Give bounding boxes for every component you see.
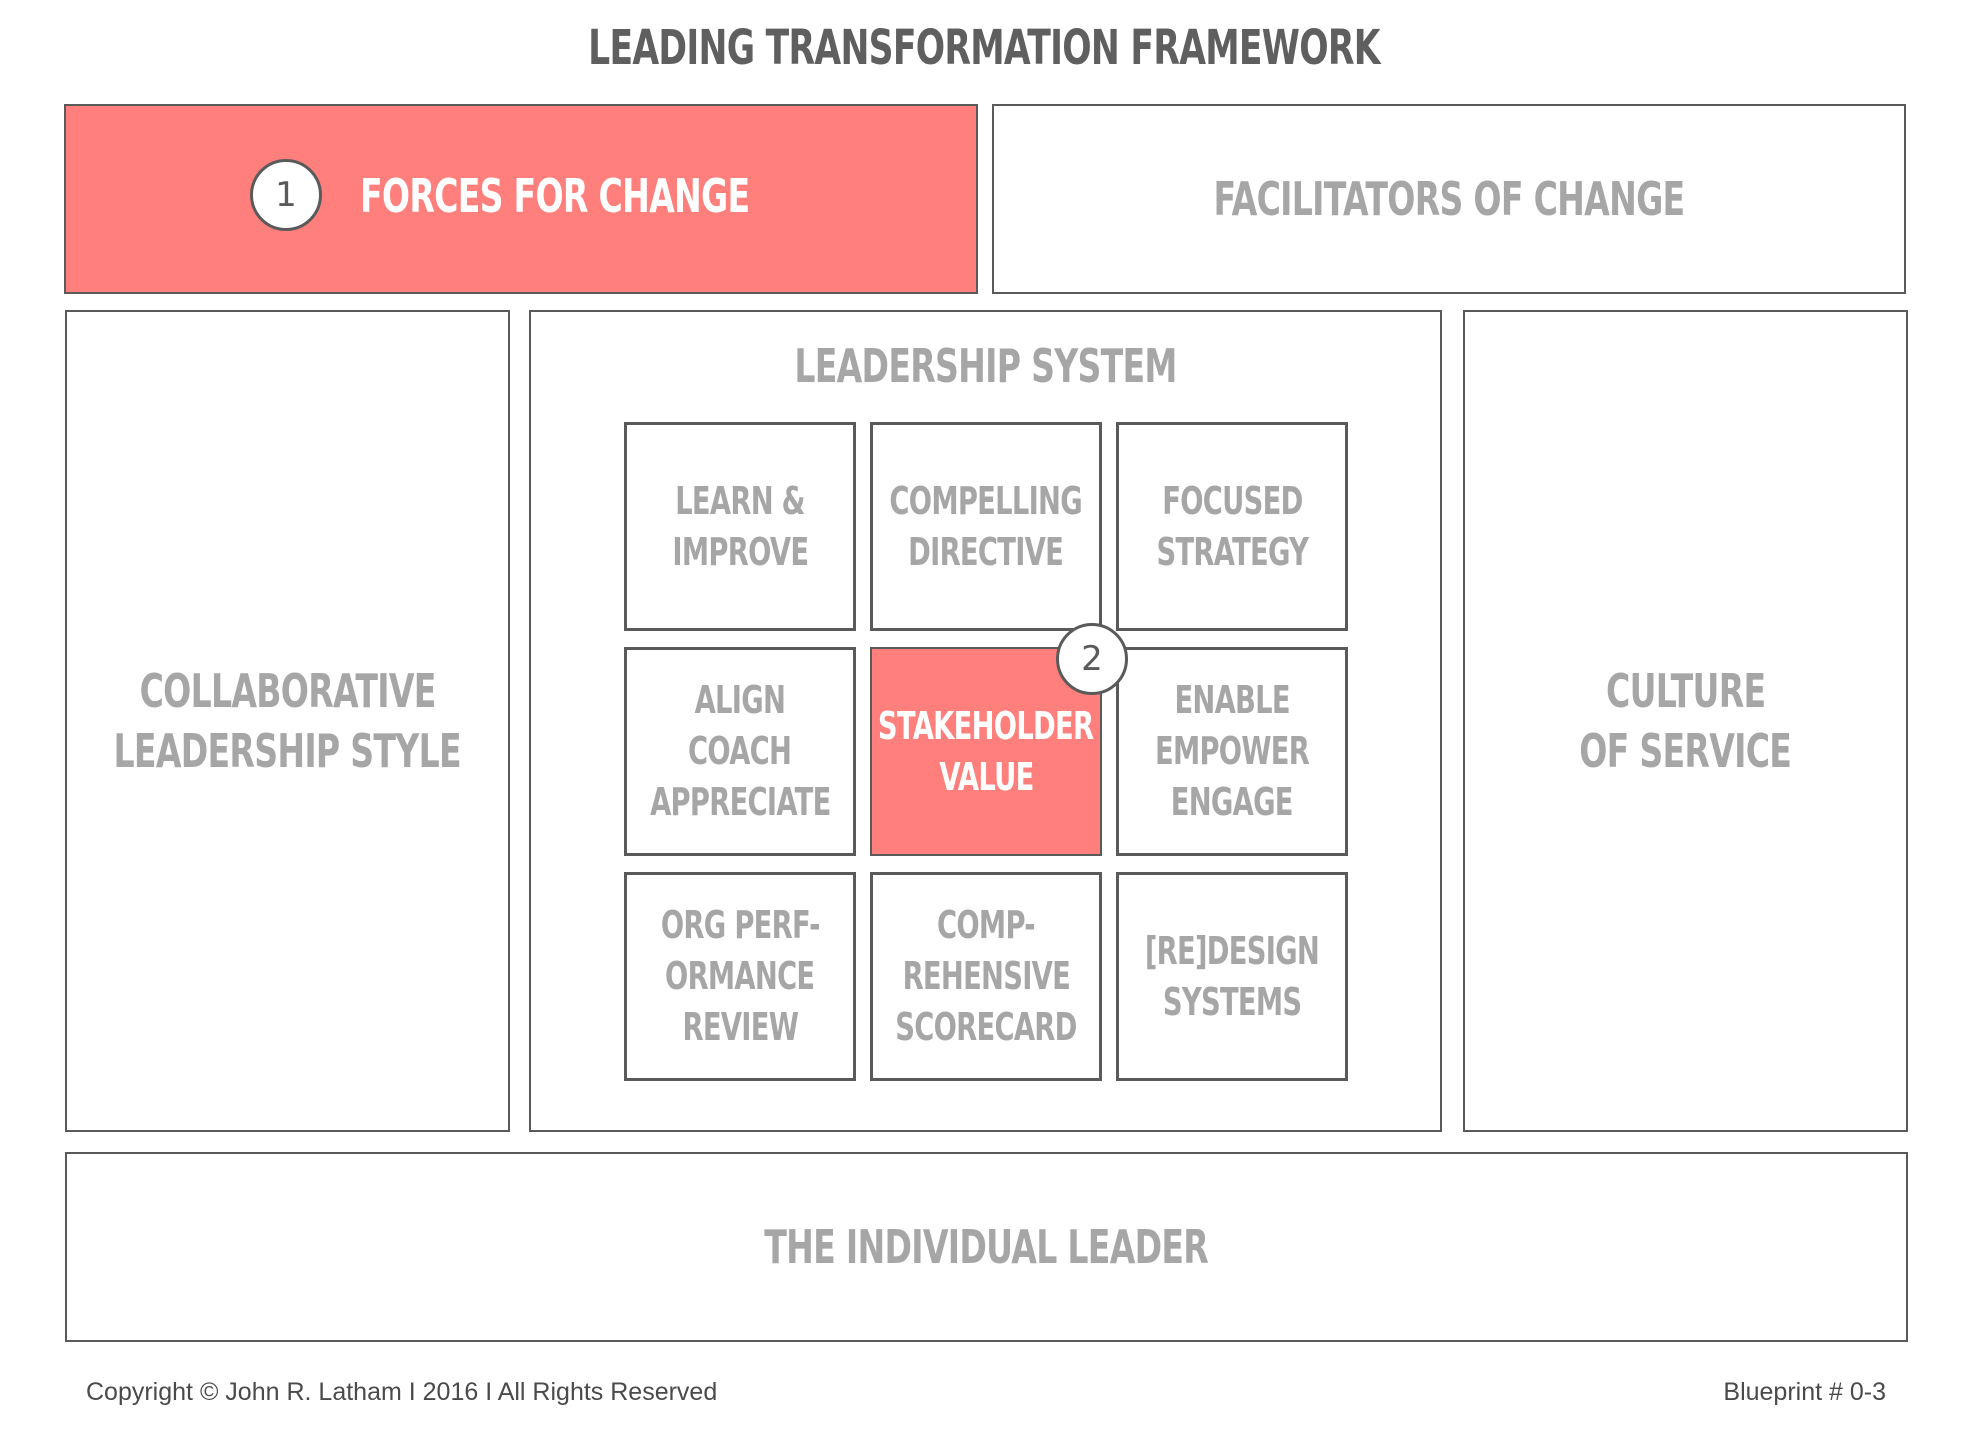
forces-number-badge: 1 bbox=[250, 159, 322, 231]
cell-focused-strategy: FOCUSED STRATEGY bbox=[1116, 422, 1348, 631]
diagram-title: LEADING TRANSFORMATION FRAMEWORK bbox=[588, 20, 1380, 76]
blueprint-number: Blueprint # 0-3 bbox=[1723, 1378, 1886, 1406]
cell-comprehensive-scorecard: COMP- REHENSIVE SCORECARD bbox=[870, 872, 1102, 1081]
individual-leader-label: THE INDIVIDUAL LEADER bbox=[764, 1220, 1209, 1274]
cell-learn-improve: LEARN & IMPROVE bbox=[624, 422, 856, 631]
leadership-system-label: LEADERSHIP SYSTEM bbox=[794, 339, 1177, 393]
forces-for-change-box bbox=[64, 104, 978, 294]
stakeholder-number-badge: 2 bbox=[1056, 623, 1128, 695]
forces-for-change-label: FORCES FOR CHANGE bbox=[360, 169, 750, 223]
cell-org-performance-review: ORG PERF- ORMANCE REVIEW bbox=[624, 872, 856, 1081]
individual-leader-box: THE INDIVIDUAL LEADER bbox=[65, 1152, 1908, 1342]
cell-redesign-systems: [RE]DESIGN SYSTEMS bbox=[1116, 872, 1348, 1081]
cell-compelling-directive: COMPELLING DIRECTIVE bbox=[870, 422, 1102, 631]
cell-stakeholder-value: STAKEHOLDER VALUE bbox=[870, 647, 1102, 856]
copyright-text: Copyright © John R. Latham I 2016 I All … bbox=[86, 1378, 718, 1406]
facilitators-of-change-label: FACILITATORS OF CHANGE bbox=[1213, 172, 1686, 226]
culture-of-service-box: CULTURE OF SERVICE bbox=[1463, 310, 1908, 1132]
culture-of-service-label: CULTURE OF SERVICE bbox=[1579, 664, 1793, 778]
collaborative-leadership-style-box: COLLABORATIVE LEADERSHIP STYLE bbox=[65, 310, 510, 1132]
cell-enable-empower-engage: ENABLE EMPOWER ENGAGE bbox=[1116, 647, 1348, 856]
cell-align-coach-appreciate: ALIGN COACH APPRECIATE bbox=[624, 647, 856, 856]
collaborative-leadership-style-label: COLLABORATIVE LEADERSHIP STYLE bbox=[113, 664, 462, 778]
facilitators-of-change-box: FACILITATORS OF CHANGE bbox=[992, 104, 1906, 294]
